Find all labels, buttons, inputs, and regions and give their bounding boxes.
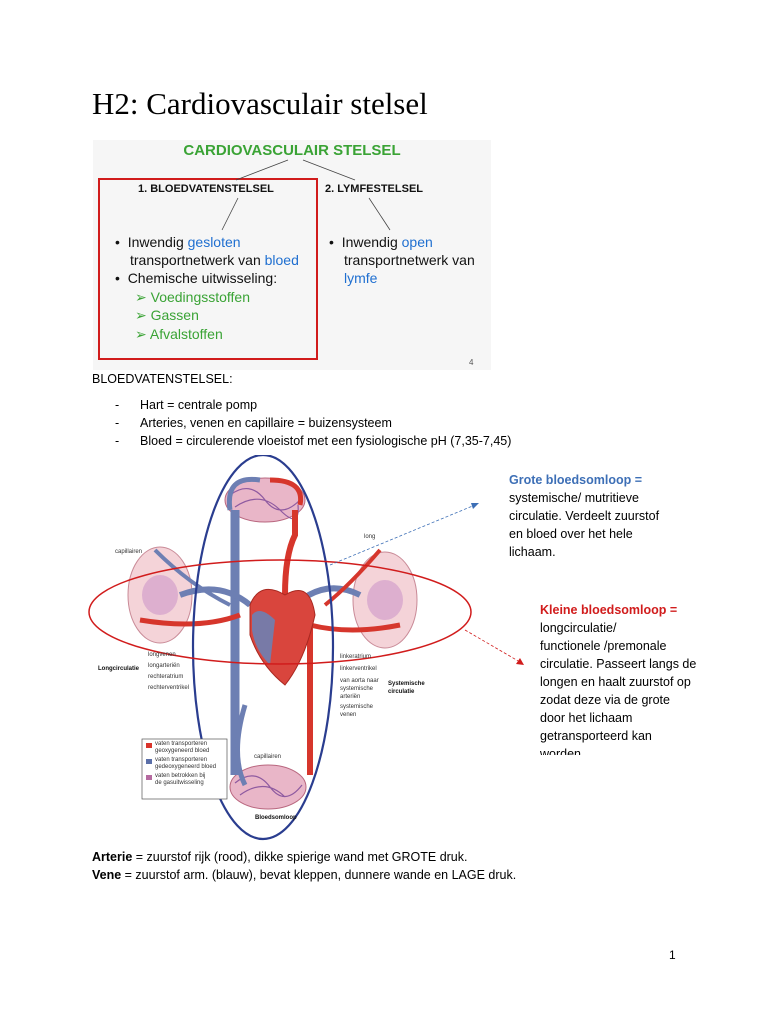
diagram-label: Longcirculatie bbox=[98, 666, 140, 672]
slide-right-bullet: • Inwendig open bbox=[329, 234, 433, 250]
slide-right-heading: 2. LYMFESTELSEL bbox=[325, 183, 424, 195]
list-item: Bloed = circulerende vloeistof met een f… bbox=[140, 434, 512, 448]
grote-line: en bloed over het hele bbox=[509, 527, 633, 541]
list-dash: - bbox=[115, 416, 120, 430]
list-item: Arteries, venen en capillaire = buizensy… bbox=[140, 416, 392, 430]
diagram-label: Systemische bbox=[388, 681, 425, 687]
diagram-label: van aorta naar bbox=[340, 678, 379, 684]
diagram-label: systemische bbox=[340, 704, 374, 710]
diagram-label: long bbox=[364, 534, 376, 540]
legend-swatch bbox=[146, 759, 152, 764]
kleine-line: zodat deze via de grote bbox=[540, 693, 670, 707]
slide-page-number: 4 bbox=[469, 358, 474, 367]
slide-right-bullet-line2: transportnetwerk van bbox=[344, 252, 475, 268]
slide-left-heading: 1. BLOEDVATENSTELSEL bbox=[138, 183, 274, 195]
page-title: H2: Cardiovasculair stelsel bbox=[92, 86, 428, 121]
diagram-label: longvenen bbox=[148, 652, 176, 658]
diagram-label: linkerventrikel bbox=[340, 666, 377, 672]
kleine-line: longen en haalt zuurstof op bbox=[540, 675, 691, 689]
legend-swatch bbox=[146, 775, 152, 780]
slide-sub-item: ➢ Gassen bbox=[135, 307, 199, 323]
diagram-label: capillairen bbox=[254, 754, 282, 760]
slide-right-bullet-line3: lymfe bbox=[344, 270, 378, 286]
circulation-diagram bbox=[88, 455, 524, 841]
slide-title: CARDIOVASCULAIR STELSEL bbox=[183, 142, 401, 159]
slide-left-bullet-1-line2: transportnetwerk van bloed bbox=[130, 252, 299, 268]
arterie-line: Arterie = zuurstof rijk (rood), dikke sp… bbox=[92, 850, 468, 864]
slide-image: CARDIOVASCULAIR STELSEL 1. BLOEDVATENSTE… bbox=[93, 140, 491, 370]
kleine-line: worden. bbox=[540, 747, 585, 755]
kleine-line: getransporteerd kan bbox=[540, 729, 652, 743]
legend-swatch bbox=[146, 743, 152, 748]
page-number: 1 bbox=[669, 948, 676, 962]
list-dash: - bbox=[115, 398, 120, 412]
grote-line: lichaam. bbox=[509, 545, 556, 559]
slide-sub-item: ➢ Voedingsstoffen bbox=[135, 289, 251, 305]
diagram-label: rechterventrikel bbox=[148, 685, 190, 691]
diagram-label: Bloedsomloop bbox=[255, 815, 297, 821]
kleine-line: door het lichaam bbox=[540, 711, 633, 725]
list-item: Hart = centrale pomp bbox=[140, 398, 258, 412]
kleine-line: circulatie. Passeert langs de bbox=[540, 657, 697, 671]
diagram-label: capillairen bbox=[115, 549, 143, 555]
section-heading: BLOEDVATENSTELSEL: bbox=[92, 372, 233, 386]
slide-red-box bbox=[98, 178, 318, 360]
slide-left-bullet-1: • Inwendig gesloten bbox=[115, 234, 241, 250]
grote-heading: Grote bloedsomloop = bbox=[509, 473, 642, 487]
diagram-label: linkeratrium bbox=[340, 654, 372, 660]
grote-line: systemische/ mutritieve bbox=[509, 491, 639, 505]
grote-line: circulatie. Verdeelt zuurstof bbox=[509, 509, 660, 523]
diagram-label: systemische bbox=[340, 686, 374, 692]
diagram-label: rechteratrium bbox=[148, 674, 184, 680]
slide-arrows bbox=[221, 159, 391, 231]
diagram-label: arteriën bbox=[340, 694, 361, 700]
diagram-label: longarteriën bbox=[148, 663, 180, 669]
vene-line: Vene = zuurstof arm. (blauw), bevat klep… bbox=[92, 868, 517, 882]
kleine-line: functionele /premonale bbox=[540, 639, 667, 653]
slide-left-bullet-2: • Chemische uitwisseling: bbox=[115, 270, 278, 286]
diagram-label: venen bbox=[340, 712, 357, 718]
list-dash: - bbox=[115, 434, 120, 448]
kleine-line: longcirculatie/ bbox=[540, 621, 617, 635]
diagram-label: circulatie bbox=[388, 689, 415, 695]
slide-sub-item: ➢ Afvalstoffen bbox=[135, 326, 223, 342]
kleine-heading: Kleine bloedsomloop = bbox=[540, 603, 678, 617]
